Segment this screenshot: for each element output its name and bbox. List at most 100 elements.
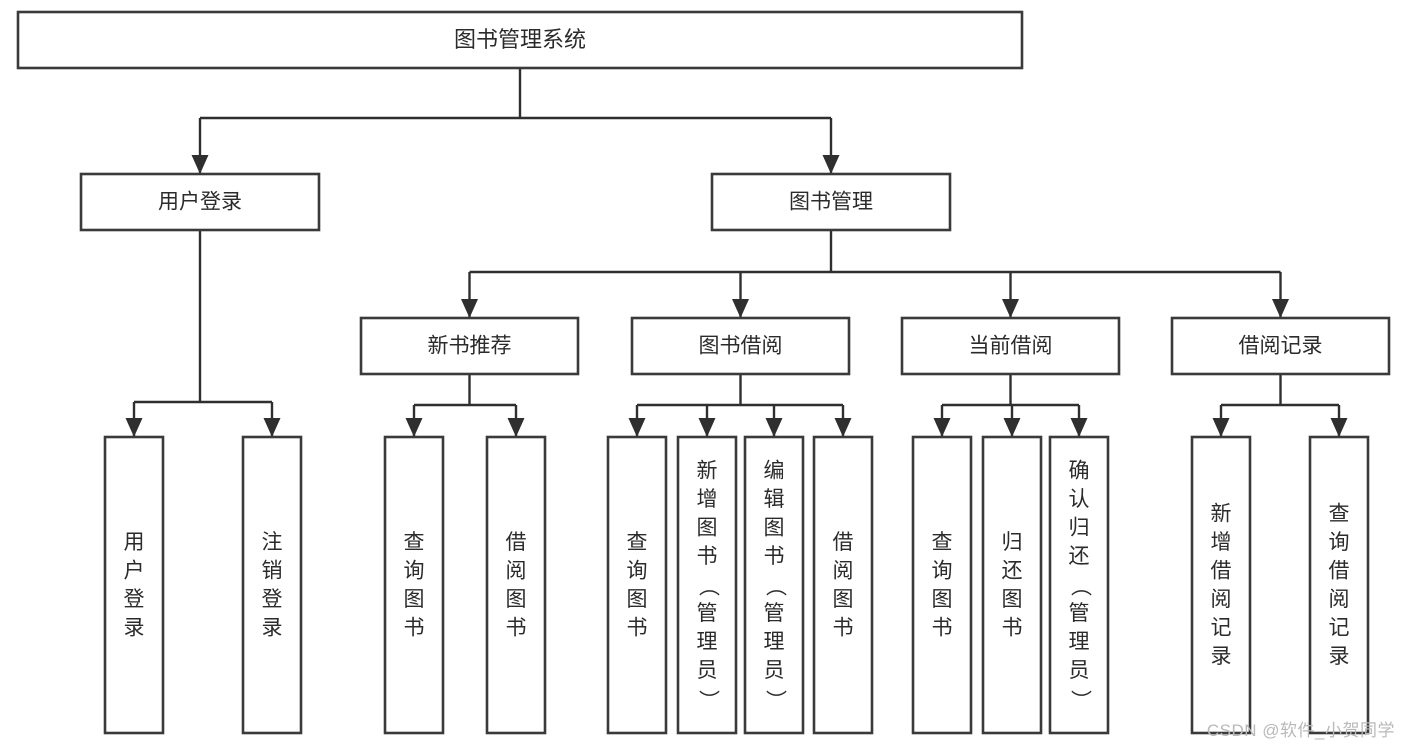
node-borrow-record[interactable]: 借阅记录 xyxy=(1170,316,1391,376)
svg-text:（: （ xyxy=(696,576,719,597)
svg-text:查: 查 xyxy=(932,531,953,554)
svg-text:录: 录 xyxy=(1329,645,1350,668)
svg-text:）: ） xyxy=(1068,690,1091,711)
node-box-current-borrow xyxy=(900,316,1121,376)
node-label-new-book-recommend: 新书推荐 xyxy=(428,335,512,358)
svg-text:阅: 阅 xyxy=(1329,588,1350,611)
node-root[interactable]: 图书管理系统 xyxy=(16,10,1024,70)
svg-text:查: 查 xyxy=(404,531,425,554)
svg-text:记: 记 xyxy=(1211,616,1232,639)
svg-text:录: 录 xyxy=(262,616,283,639)
svg-text:图: 图 xyxy=(833,588,854,611)
svg-text:户: 户 xyxy=(124,559,145,582)
node-leaf-user-login[interactable]: 用户登录 xyxy=(103,435,165,735)
svg-text:理: 理 xyxy=(764,631,785,654)
node-box-leaf-return-book xyxy=(981,435,1043,735)
node-box-leaf-query-book-1 xyxy=(383,435,445,735)
arrow-head-icon xyxy=(822,155,840,174)
svg-text:录: 录 xyxy=(124,616,145,639)
node-box-leaf-query-record xyxy=(1308,435,1370,735)
svg-text:图: 图 xyxy=(627,588,648,611)
svg-text:书: 书 xyxy=(506,616,527,639)
node-book-borrow[interactable]: 图书借阅 xyxy=(630,316,851,376)
node-box-borrow-record xyxy=(1170,316,1391,376)
arrow-head-icon xyxy=(732,299,749,318)
arrow-head-icon xyxy=(125,418,143,437)
watermark-text: CSDN @软件_小贺同学 xyxy=(1206,721,1395,740)
node-box-leaf-query-book-2 xyxy=(606,435,668,735)
node-box-leaf-confirm-return xyxy=(1048,435,1110,735)
svg-text:销: 销 xyxy=(262,559,283,582)
node-box-book-borrow xyxy=(630,316,851,376)
svg-text:认: 认 xyxy=(1069,488,1090,511)
svg-text:图: 图 xyxy=(506,588,527,611)
arrow-head-icon xyxy=(1330,418,1348,437)
arrow-head-icon xyxy=(263,418,281,437)
node-box-leaf-borrow-book-1 xyxy=(485,435,547,735)
arrow-head-icon xyxy=(1272,299,1289,318)
svg-text:书: 书 xyxy=(932,616,953,639)
svg-text:询: 询 xyxy=(627,559,648,582)
node-label-root: 图书管理系统 xyxy=(454,27,586,52)
arrow-head-icon xyxy=(405,418,423,437)
svg-text:询: 询 xyxy=(932,559,953,582)
node-box-leaf-borrow-book-2 xyxy=(812,435,874,735)
svg-text:注: 注 xyxy=(262,531,283,554)
svg-text:书: 书 xyxy=(833,616,854,639)
svg-text:书: 书 xyxy=(1002,616,1023,639)
arrow-head-icon xyxy=(628,418,646,437)
svg-text:员: 员 xyxy=(764,659,785,682)
node-box-leaf-add-book xyxy=(676,435,738,735)
svg-text:登: 登 xyxy=(262,588,283,611)
svg-text:图: 图 xyxy=(1002,588,1023,611)
node-user-login[interactable]: 用户登录 xyxy=(79,172,321,232)
edge-group-book-manage xyxy=(461,230,1289,318)
svg-text:员: 员 xyxy=(1069,659,1090,682)
svg-text:书: 书 xyxy=(764,545,785,568)
svg-text:新: 新 xyxy=(697,460,718,483)
svg-text:记: 记 xyxy=(1329,616,1350,639)
arrow-head-icon xyxy=(1002,299,1019,318)
svg-text:阅: 阅 xyxy=(833,559,854,582)
node-book-manage[interactable]: 图书管理 xyxy=(710,172,952,232)
arrow-head-icon xyxy=(933,418,951,437)
node-box-leaf-add-record xyxy=(1190,435,1252,735)
node-label-borrow-record: 借阅记录 xyxy=(1239,335,1323,358)
svg-text:增: 增 xyxy=(1211,531,1232,554)
node-new-book-recommend[interactable]: 新书推荐 xyxy=(359,316,580,376)
arrow-head-icon xyxy=(507,418,525,437)
node-current-borrow[interactable]: 当前借阅 xyxy=(900,316,1121,376)
node-layer: 图书管理系统用户登录图书管理新书推荐图书借阅当前借阅借阅记录用户登录注销登录查询… xyxy=(16,10,1391,735)
svg-text:书: 书 xyxy=(404,616,425,639)
svg-text:图: 图 xyxy=(932,588,953,611)
svg-text:查: 查 xyxy=(1329,502,1350,525)
svg-text:借: 借 xyxy=(1329,559,1350,582)
node-box-root xyxy=(16,10,1024,70)
svg-text:（: （ xyxy=(763,576,786,597)
node-box-leaf-edit-book xyxy=(743,435,805,735)
arrow-head-icon xyxy=(834,418,852,437)
svg-text:借: 借 xyxy=(1211,559,1232,582)
